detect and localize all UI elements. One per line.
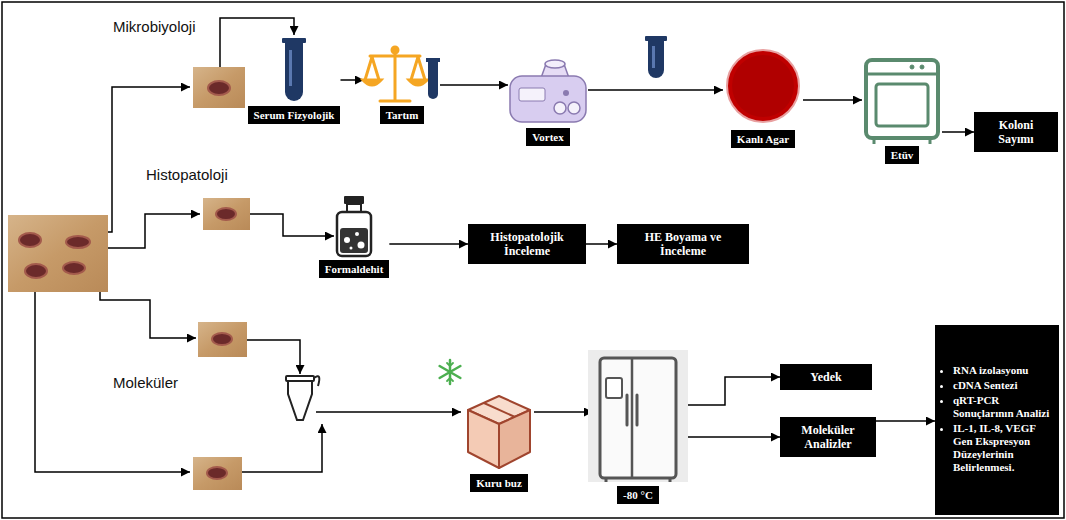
icon-space [353, 194, 354, 260]
section-label: Histopatoloji [146, 166, 228, 183]
box-text: Histopatolojik İnceleme [476, 230, 578, 258]
process-box: Histopatolojik İnceleme [468, 224, 586, 264]
step-label: Vortex [526, 128, 569, 146]
icon-space [294, 36, 295, 106]
flow-arrow [683, 377, 780, 405]
tissue-sample [203, 198, 250, 230]
process-step: Kanlı Agar [723, 46, 803, 148]
process-step: Etüv [862, 56, 942, 164]
step-label: Serum Fizyolojik [248, 106, 341, 124]
icon-space [763, 46, 764, 130]
test-tube [282, 38, 306, 101]
snowflake-icon [440, 360, 461, 384]
process-step: Kuru buz [464, 380, 534, 492]
list-item: cDNA Sentezi [953, 379, 1054, 392]
flow-arrow [803, 99, 862, 101]
freezer-icon [588, 350, 688, 482]
step-label: Tartım [380, 106, 425, 124]
flow-arrow [588, 89, 723, 91]
agar-plate [727, 50, 799, 122]
icon-space [638, 352, 639, 486]
step-label: -80 °C [617, 486, 659, 504]
test-tube [645, 36, 667, 78]
section-label: Moleküler [113, 374, 178, 391]
box-text: Koloni Sayımı [982, 118, 1050, 146]
process-step: Serum Fizyolojik [248, 36, 341, 124]
process-box: HE Boyama ve İnceleme [617, 224, 749, 264]
bullet-list: RNA izolasyonu cDNA Sentezi qRT-PCR Sonuçl… [938, 364, 1054, 476]
icon-space [499, 380, 500, 474]
process-step: Formaldehit [319, 194, 390, 278]
tissue-sample [193, 457, 242, 490]
flow-arrow [389, 243, 468, 245]
flow-line [35, 18, 461, 472]
tissue-sample [193, 67, 245, 108]
process-step: Vortex [508, 56, 588, 146]
flow-arrow [683, 436, 780, 438]
eppendorf-tube [286, 376, 319, 420]
box-text: HE Boyama ve İnceleme [625, 230, 741, 258]
icon-space [548, 56, 549, 128]
step-label: Kuru buz [470, 474, 528, 492]
icon-space [402, 42, 403, 106]
flow-arrow [586, 243, 617, 245]
box-icon [468, 396, 530, 468]
process-step: Tartım [364, 42, 440, 124]
flow-arrow [876, 420, 935, 422]
icon-space [902, 56, 903, 146]
step-label: Etüv [885, 146, 920, 164]
vortex-icon [510, 60, 586, 122]
bottle-icon [337, 196, 371, 256]
process-box: Koloni Sayımı [974, 112, 1058, 152]
list-item: IL-1, IL-8, VEGF Gen Ekspresyon Düzeyler… [953, 422, 1054, 474]
step-label: Kanlı Agar [731, 130, 795, 148]
box-text: Moleküler Analizler [788, 423, 868, 451]
process-box: Yedek [780, 364, 872, 390]
section-label: Mikrobiyoloji [113, 18, 196, 35]
list-item: qRT-PCR Sonuçlarının Analizi [953, 394, 1054, 420]
list-item: RNA izolasyonu [953, 364, 1054, 377]
scale-icon [363, 47, 427, 101]
flow-arrow [440, 84, 508, 86]
box-text: Yedek [788, 370, 864, 384]
step-label: Formaldehit [319, 260, 390, 278]
process-step: -80 °C [593, 352, 683, 504]
flow-arrow [942, 131, 974, 133]
skin-photo [8, 215, 108, 292]
flow-arrow [534, 411, 593, 413]
test-tube [426, 58, 440, 99]
incubator-icon [866, 60, 938, 144]
list-box: RNA izolasyonu cDNA Sentezi qRT-PCR Sonuçl… [935, 325, 1059, 515]
flow-arrow [340, 79, 364, 81]
process-box: Moleküler Analizler [780, 417, 876, 457]
tissue-sample [198, 322, 247, 357]
